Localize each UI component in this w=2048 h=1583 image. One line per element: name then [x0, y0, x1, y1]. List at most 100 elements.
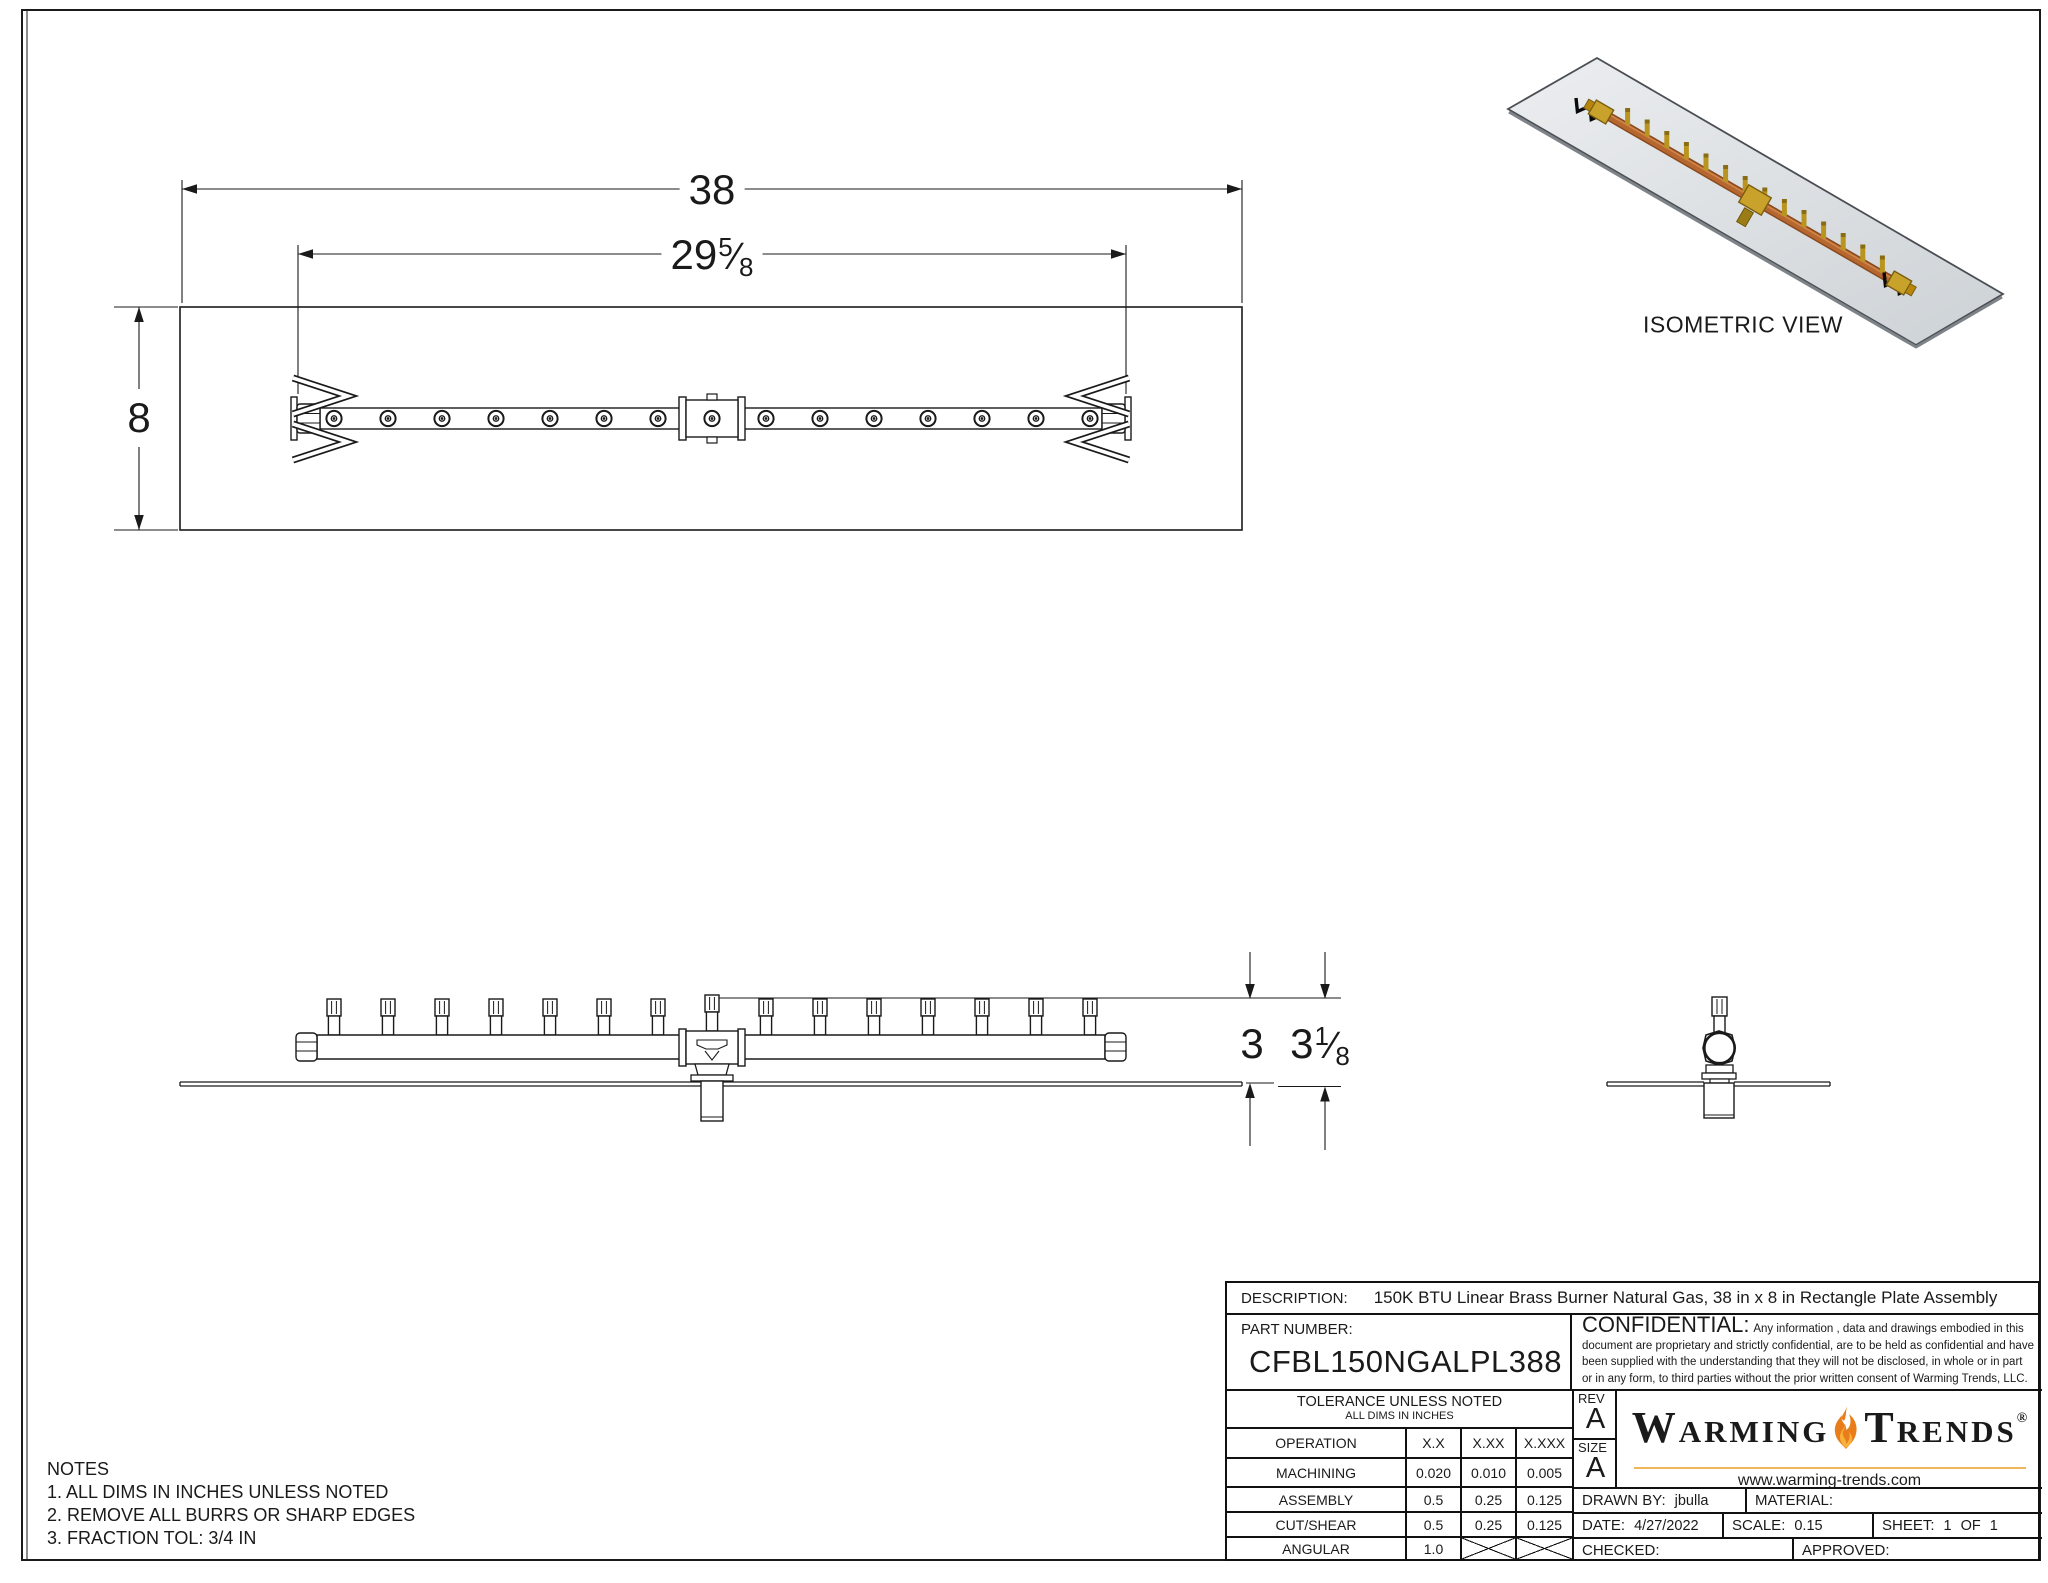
scale-value: 0.15	[1794, 1517, 1823, 1534]
rev-value: A	[1585, 1403, 1606, 1435]
sheet-number: 1	[1943, 1517, 1952, 1534]
date-value: 4/27/2022	[1634, 1517, 1699, 1534]
size-label: SIZE	[1578, 1440, 1607, 1455]
note-item: 3. FRACTION TOL: 3/4 IN	[47, 1528, 257, 1548]
brand-trends-initial: T	[1864, 1403, 1897, 1452]
brand-warming-rest: ARMING	[1678, 1414, 1830, 1449]
rev-label: REV	[1578, 1391, 1605, 1406]
confidential-cell: CONFIDENTIAL: Any information , data and…	[1572, 1312, 2042, 1391]
approved-label: APPROVED:	[1802, 1541, 1890, 1559]
sheet-cell: SHEET: 1 OF 1	[1872, 1514, 2042, 1539]
logo-underline	[1633, 1467, 2026, 1469]
rev-cell: REV A	[1572, 1391, 1617, 1440]
confidential-label: CONFIDENTIAL:	[1582, 1312, 1750, 1337]
notes-block: NOTES 1. ALL DIMS IN INCHES UNLESS NOTED…	[47, 1458, 415, 1550]
front-view	[179, 952, 1341, 1150]
drawn-by-cell: DRAWN BY: jbulla	[1572, 1489, 1747, 1514]
bracket-left	[291, 374, 360, 464]
dim-plate-depth: 8	[126, 389, 152, 447]
end-view	[1606, 996, 1831, 1119]
brand-warming-initial: W	[1631, 1403, 1679, 1452]
brand-logo: WARMING TRENDS®	[1617, 1399, 2042, 1467]
tolerance-cell: 0.010	[1460, 1459, 1515, 1486]
plan-view	[114, 180, 1243, 531]
tolerance-subtitle: ALL DIMS IN INCHES	[1345, 1410, 1454, 1422]
tolerance-cell: 0.020	[1405, 1459, 1460, 1486]
date-cell: DATE: 4/27/2022	[1572, 1514, 1722, 1539]
part-number-value: CFBL150NGALPL388	[1248, 1344, 1563, 1379]
bracket-right	[1062, 374, 1131, 464]
front-jets	[326, 994, 1098, 1036]
notes-title: NOTES	[47, 1459, 110, 1479]
brand-trends-rest: RENDS	[1896, 1414, 2017, 1449]
tolerance-cell-crossed	[1515, 1538, 1572, 1559]
date-label: DATE:	[1582, 1517, 1626, 1534]
tolerance-cell: 0.125	[1515, 1513, 1572, 1536]
tolerance-cell: 0.005	[1515, 1459, 1572, 1486]
tolerance-col-header: X.X	[1405, 1429, 1460, 1457]
burner-ports	[325, 409, 1099, 428]
tolerance-cell: 0.125	[1515, 1488, 1572, 1511]
note-item: 1. ALL DIMS IN INCHES UNLESS NOTED	[47, 1482, 389, 1502]
dim-height-lines	[719, 952, 1341, 1150]
size-value: A	[1585, 1452, 1606, 1484]
dim-burner-length: 295⁄8	[661, 234, 763, 280]
tolerance-header: TOLERANCE UNLESS NOTED ALL DIMS IN INCHE…	[1227, 1391, 1572, 1429]
center-tee-front	[678, 1028, 746, 1122]
iso-end-left	[1583, 98, 1615, 125]
dim-plate-width: 38	[679, 169, 745, 211]
size-cell: SIZE A	[1572, 1440, 1617, 1489]
tolerance-columns-row: OPERATION X.X X.XX X.XXX	[1227, 1429, 1572, 1459]
tolerance-title: TOLERANCE UNLESS NOTED	[1296, 1394, 1503, 1410]
tolerance-cell: ASSEMBLY	[1278, 1491, 1354, 1508]
scale-label: SCALE:	[1732, 1517, 1786, 1534]
part-number-label: PART NUMBER:	[1241, 1321, 1353, 1338]
brand-website: www.warming-trends.com	[1737, 1472, 1922, 1489]
sheet-border	[21, 9, 2041, 1561]
tolerance-row-cutshear: CUT/SHEAR 0.5 0.25 0.125	[1227, 1513, 1572, 1538]
note-item: 2. REMOVE ALL BURRS OR SHARP EDGES	[47, 1505, 416, 1525]
tolerance-cell: 0.25	[1460, 1513, 1515, 1536]
part-number-cell: PART NUMBER: CFBL150NGALPL388	[1227, 1315, 1572, 1391]
scale-cell: SCALE: 0.15	[1722, 1514, 1872, 1539]
iso-end-right	[1885, 270, 1917, 297]
title-block: DESCRIPTION: 150K BTU Linear Brass Burne…	[1225, 1281, 2042, 1561]
iso-tee	[1735, 183, 1773, 228]
tolerance-cell-crossed	[1460, 1538, 1515, 1559]
flame-icon	[1833, 1406, 1860, 1467]
brand-cell: WARMING TRENDS® www.warming-trends.com	[1617, 1391, 2042, 1489]
tolerance-col-header: X.XX	[1460, 1429, 1515, 1457]
sheet-label: SHEET:	[1882, 1517, 1935, 1534]
checked-cell: CHECKED:	[1572, 1539, 1792, 1561]
description-value: 150K BTU Linear Brass Burner Natural Gas…	[1373, 1288, 1998, 1307]
tolerance-cell: CUT/SHEAR	[1275, 1516, 1357, 1533]
sheet-of-label: OF	[1960, 1517, 1981, 1534]
description-label: DESCRIPTION:	[1241, 1289, 1348, 1307]
isometric-view	[1506, 56, 2005, 349]
material-cell: MATERIAL:	[1747, 1489, 2042, 1514]
description-row: DESCRIPTION: 150K BTU Linear Brass Burne…	[1227, 1283, 2038, 1315]
tolerance-cell: 0.5	[1405, 1513, 1460, 1536]
tolerance-cell: 0.25	[1460, 1488, 1515, 1511]
material-label: MATERIAL:	[1755, 1492, 1834, 1509]
tolerance-row-angular: ANGULAR 1.0	[1227, 1538, 1572, 1559]
tolerance-col-header: OPERATION	[1275, 1435, 1357, 1451]
tolerance-cell: MACHINING	[1275, 1464, 1357, 1481]
drawn-by-value: jbulla	[1674, 1492, 1709, 1509]
checked-label: CHECKED:	[1582, 1541, 1660, 1559]
drawn-by-label: DRAWN BY:	[1582, 1492, 1666, 1509]
sheet-total: 1	[1989, 1517, 1998, 1534]
approved-cell: APPROVED:	[1792, 1539, 2042, 1561]
tolerance-row-assembly: ASSEMBLY 0.5 0.25 0.125	[1227, 1488, 1572, 1513]
isometric-view-label: ISOMETRIC VIEW	[1643, 311, 1843, 338]
tolerance-cell: 0.5	[1405, 1488, 1460, 1511]
dim-height-overall: 31⁄8	[1281, 1023, 1359, 1069]
tolerance-col-header: X.XXX	[1515, 1429, 1572, 1457]
registered-mark: ®	[2016, 1411, 2028, 1426]
tolerance-cell: 1.0	[1405, 1538, 1460, 1559]
tolerance-cell: ANGULAR	[1282, 1540, 1350, 1557]
confidential-text: Any information , data and drawings embo…	[1582, 1323, 2034, 1385]
dim-height-to-plate: 3	[1231, 1023, 1273, 1065]
